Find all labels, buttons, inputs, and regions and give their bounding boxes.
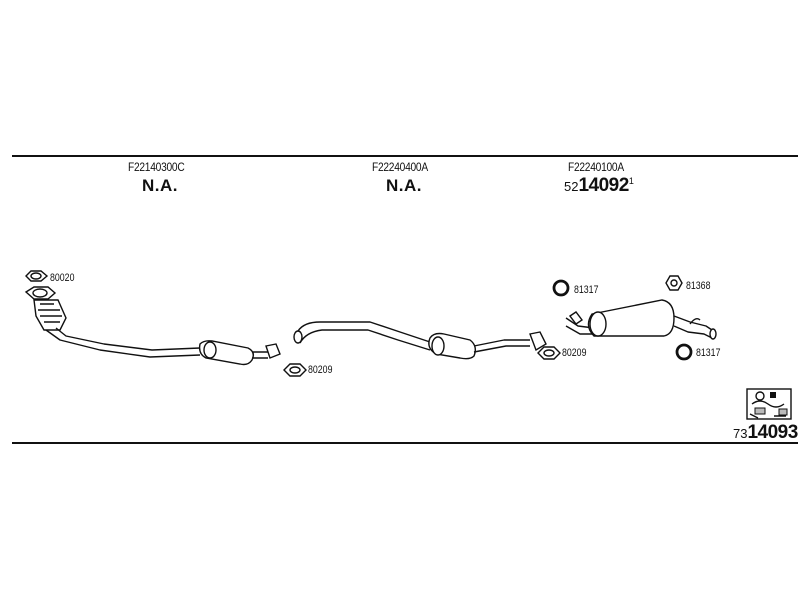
- section-1-code: F22140300C: [128, 160, 185, 174]
- section-2-code: F22240400A: [372, 160, 428, 174]
- kit-reference: 7314093: [733, 422, 798, 444]
- section-2-status: N.A.: [386, 176, 422, 195]
- section-3-ref-prefix: 52: [564, 179, 579, 194]
- bottom-rule: [12, 442, 798, 444]
- gasket-80209-right-icon: [537, 346, 561, 360]
- section-3-code: F22240100A: [568, 160, 624, 174]
- front-pipe-catalyst-icon: [24, 286, 281, 366]
- kit-ref-main: 14093: [747, 422, 798, 443]
- section-3-ref-main: 14092: [578, 175, 629, 196]
- gasket-80020-icon: [25, 270, 49, 282]
- ring-81317-top-icon: [552, 279, 570, 297]
- part-label-81368: 81368: [686, 280, 711, 292]
- part-label-80209-right: 80209: [562, 347, 587, 359]
- section-1-status: N.A.: [142, 176, 178, 195]
- part-label-80020: 80020: [50, 272, 75, 284]
- mounting-kit-icon: [746, 388, 792, 420]
- gasket-80209-icon: [283, 363, 307, 377]
- part-label-81317-top: 81317: [574, 284, 599, 296]
- clamp-81368-icon: [665, 275, 683, 291]
- kit-ref-prefix: 73: [733, 426, 748, 441]
- section-3-ref-sup: 1: [628, 176, 634, 186]
- part-label-81317-bottom: 81317: [696, 347, 721, 359]
- rear-silencer-icon: [565, 299, 717, 340]
- ring-81317-bottom-icon: [675, 343, 693, 361]
- intermediate-pipe-icon: [293, 321, 547, 360]
- part-label-80209-left: 80209: [308, 364, 333, 376]
- section-3-reference: 52140921: [564, 175, 634, 197]
- top-rule: [12, 155, 798, 157]
